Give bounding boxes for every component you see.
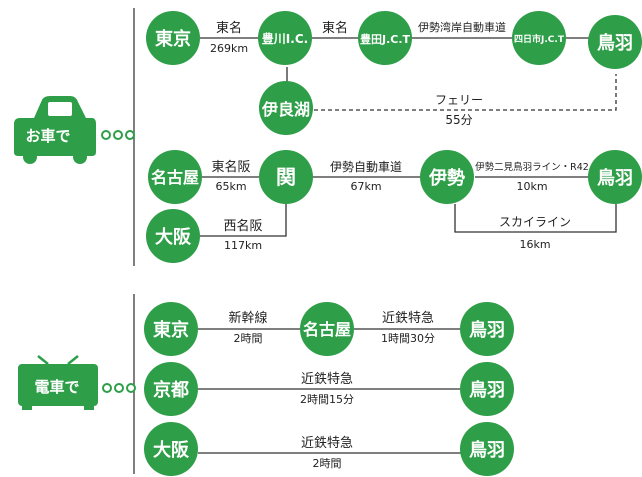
train-osaka-line-name: 近鉄特急: [301, 436, 353, 451]
svg-text:名古屋: 名古屋: [151, 168, 199, 187]
node-seki: 関: [259, 150, 313, 204]
edge-meihan-dist: 65km: [215, 180, 246, 193]
car-route-lines: [200, 37, 617, 237]
node-osaka-train: 大阪: [144, 422, 198, 476]
svg-text:豊田J.C.T: 豊田J.C.T: [360, 32, 411, 46]
node-irago: 伊良湖: [259, 81, 313, 135]
node-tokyo-car: 東京: [146, 11, 200, 65]
node-toyota-jct: 豊田J.C.T: [358, 11, 412, 65]
node-yokkaichi-jct: 四日市J.C.T: [512, 11, 566, 65]
svg-text:鳥羽: 鳥羽: [597, 167, 633, 189]
edge-nishimeihan-name: 西名阪: [223, 218, 262, 234]
edge-tomei-1-name: 東名: [216, 20, 242, 36]
edge-ferry-name: フェリー: [435, 93, 483, 107]
train-leg1-name: 新幹線: [228, 310, 267, 326]
train-leg2-name: 近鉄特急: [382, 311, 434, 326]
train-section-label: 電車で: [34, 378, 79, 396]
svg-text:豊川I.C.: 豊川I.C.: [262, 31, 308, 46]
train-connector-dots: [102, 383, 136, 393]
car-connector-dots: [101, 130, 135, 140]
edge-tomei-1-dist: 269km: [210, 42, 248, 55]
edge-meihan-name: 東名阪: [211, 159, 250, 175]
svg-text:東京: 東京: [155, 28, 191, 50]
node-toyokawa-ic: 豊川I.C.: [258, 11, 312, 65]
node-tokyo-train: 東京: [144, 302, 198, 356]
svg-text:伊良湖: 伊良湖: [261, 100, 310, 119]
node-nagoya-car: 名古屋: [148, 150, 202, 204]
train-osaka-line-time: 2時間: [313, 457, 342, 470]
node-toba-train-3: 鳥羽: [460, 422, 514, 476]
car-section-label: お車で: [25, 127, 70, 145]
train-leg1-time: 2時間: [234, 332, 263, 345]
edge-skyline-name: スカイライン: [499, 215, 571, 229]
node-kyoto-train: 京都: [144, 362, 198, 416]
svg-text:鳥羽: 鳥羽: [469, 319, 505, 341]
svg-text:鳥羽: 鳥羽: [469, 439, 505, 461]
car-icon: [14, 96, 96, 164]
svg-text:東京: 東京: [153, 319, 189, 341]
edge-futami-name: 伊勢二見鳥羽ライン・R42: [475, 161, 589, 173]
node-toba-car-2: 鳥羽: [588, 150, 642, 204]
train-icon: [18, 355, 98, 410]
edge-skyline-dist: 16km: [519, 238, 550, 251]
train-leg2-time: 1時間30分: [381, 332, 435, 345]
edge-ise-expy-name: 伊勢自動車道: [330, 159, 402, 174]
svg-text:大阪: 大阪: [155, 226, 192, 248]
node-osaka-car: 大阪: [146, 209, 200, 263]
train-route-lines: [198, 328, 462, 454]
svg-text:名古屋: 名古屋: [303, 320, 351, 339]
svg-text:鳥羽: 鳥羽: [469, 379, 505, 401]
train-kyoto-line-time: 2時間15分: [300, 393, 354, 406]
svg-text:京都: 京都: [153, 379, 189, 401]
node-ise: 伊勢: [420, 150, 474, 204]
edge-ferry-time: 55分: [445, 113, 472, 127]
train-kyoto-line-name: 近鉄特急: [301, 372, 353, 387]
node-toba-train-2: 鳥羽: [460, 362, 514, 416]
edge-tomei-2-name: 東名: [322, 20, 348, 36]
svg-text:伊勢: 伊勢: [428, 167, 465, 189]
node-toba-train-1: 鳥羽: [460, 302, 514, 356]
svg-text:関: 関: [276, 165, 296, 189]
svg-text:大阪: 大阪: [153, 439, 190, 461]
node-toba-car-1: 鳥羽: [588, 15, 642, 69]
svg-text:鳥羽: 鳥羽: [597, 32, 633, 54]
svg-text:四日市J.C.T: 四日市J.C.T: [514, 33, 565, 45]
node-nagoya-train: 名古屋: [300, 302, 354, 356]
edge-ise-expy-dist: 67km: [350, 180, 381, 193]
edge-isewangan-name: 伊勢湾岸自動車道: [418, 20, 506, 34]
edge-futami-dist: 10km: [516, 180, 547, 193]
edge-nishimeihan-dist: 117km: [224, 239, 262, 252]
